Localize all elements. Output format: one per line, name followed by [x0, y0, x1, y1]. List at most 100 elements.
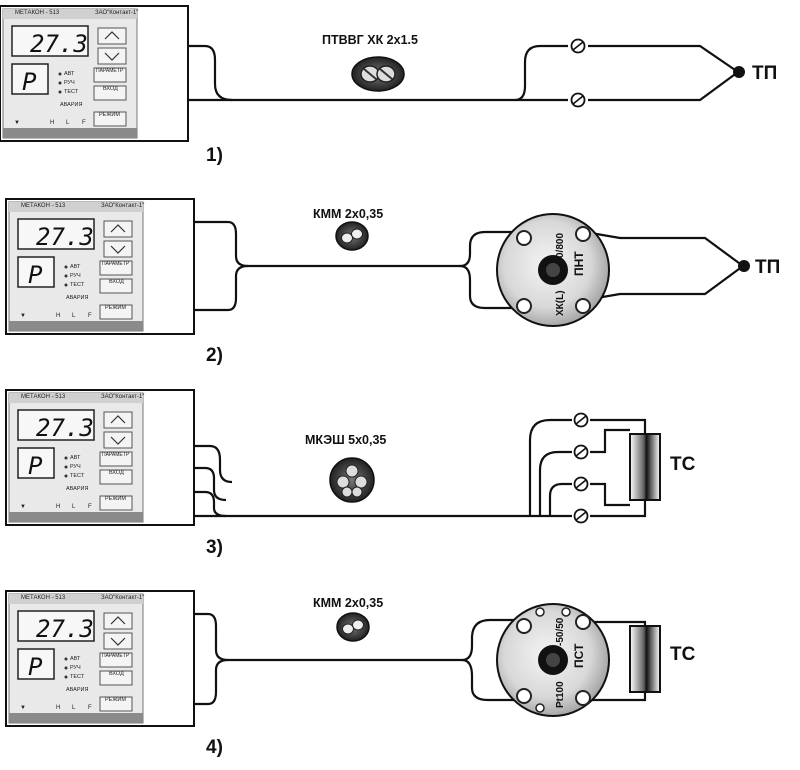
- controller-brand: МЕТАКОН - 513: [21, 595, 66, 601]
- indicator-label: ТЕСТ: [64, 89, 79, 95]
- sub-display: P: [22, 68, 37, 96]
- indicator-label: АВАРИЯ: [66, 295, 88, 301]
- enter-button-label: ВХОД: [109, 279, 124, 285]
- bottom-mark: F: [82, 120, 86, 126]
- wire: [590, 482, 630, 507]
- cable-label: ПТВВГ ХК 2х1.5: [322, 33, 418, 47]
- converter-range: 0/800: [555, 233, 566, 258]
- cable-cross-section: [351, 56, 405, 92]
- param-button-label: ПАРАМЕТР: [102, 452, 130, 458]
- terminal: [573, 412, 589, 428]
- diagram-number: 2): [206, 345, 223, 366]
- enter-button-label: ВХОД: [103, 86, 118, 92]
- bottom-mark: F: [88, 705, 92, 711]
- wire: [538, 450, 572, 516]
- enter-button-label: ВХОД: [109, 470, 124, 476]
- indicator-label: ТЕСТ: [70, 473, 85, 479]
- wire: [194, 612, 229, 662]
- cable-cross-section: [329, 457, 375, 503]
- mode-button-label: РЕЖИМ: [105, 305, 126, 311]
- controller-tag: ЗАО"Контакт-1": [101, 203, 144, 209]
- bottom-mark: ▼: [20, 705, 26, 711]
- sensor-label: ТС: [670, 644, 696, 665]
- wire: [590, 428, 630, 454]
- controller-brand: МЕТАКОН - 513: [21, 394, 66, 400]
- cable-cross-section: [335, 221, 369, 251]
- wire: [461, 658, 525, 702]
- bottom-mark: Н: [50, 120, 54, 126]
- wire: [194, 264, 249, 312]
- param-button-label: ПАРАМЕТР: [102, 261, 130, 267]
- diagram-number: 3): [206, 537, 223, 558]
- converter-range: -50/50: [555, 617, 566, 646]
- controller-tag: ЗАО"Контакт-1": [95, 10, 138, 16]
- indicator-label: РУЧ: [70, 273, 81, 279]
- bottom-mark: L: [72, 504, 76, 510]
- wire: [588, 44, 739, 73]
- converter-pst: ПСТ -50/50 Pt100: [496, 603, 610, 717]
- wire: [188, 44, 233, 102]
- wire: [194, 220, 249, 268]
- param-button-label: ПАРАМЕТР: [102, 653, 130, 659]
- wire: [194, 658, 229, 706]
- wire: [528, 418, 572, 516]
- terminal: [573, 444, 589, 460]
- indicator-label: РУЧ: [70, 464, 81, 470]
- wire: [584, 230, 744, 267]
- main-display: 27.3: [36, 414, 94, 442]
- converter-type: Pt100: [555, 681, 566, 708]
- sub-display: P: [28, 653, 43, 681]
- resistance-thermometer: [629, 625, 661, 693]
- terminal: [570, 92, 586, 108]
- bottom-mark: L: [66, 120, 70, 126]
- converter-model: ПСТ: [572, 643, 586, 668]
- controller-brand: МЕТАКОН - 513: [21, 203, 66, 209]
- converter-pnt: ПНТ 0/800 ХК(L): [496, 213, 610, 327]
- controller-brand: МЕТАКОН - 513: [15, 10, 60, 16]
- diagram-3: МЕТАКОН - 513 ЗАО"Контакт-1" 27.3 P АВТ …: [5, 389, 696, 558]
- terminal: [570, 38, 586, 54]
- cable-label: МКЭШ 5х0,35: [305, 433, 386, 447]
- bottom-mark: Н: [56, 705, 60, 711]
- wire: [590, 418, 647, 436]
- controller-tag: ЗАО"Контакт-1": [101, 394, 144, 400]
- indicator-label: АВАРИЯ: [66, 687, 88, 693]
- controller-tag: ЗАО"Контакт-1": [101, 595, 144, 601]
- controller-3: МЕТАКОН - 513 ЗАО"Контакт-1" 27.3 P АВТ …: [20, 394, 144, 510]
- bottom-mark: L: [72, 313, 76, 319]
- sub-display: P: [28, 452, 43, 480]
- bottom-mark: ▼: [14, 120, 20, 126]
- wire: [585, 692, 647, 702]
- bottom-mark: Н: [56, 313, 60, 319]
- mode-button-label: РЕЖИМ: [105, 697, 126, 703]
- controller-2: МЕТАКОН - 513 ЗАО"Контакт-1" 27.3 P АВТ …: [20, 203, 144, 319]
- diagram-number: 1): [206, 145, 223, 166]
- thermocouple-junction: [733, 66, 745, 78]
- param-button-label: ПАРАМЕТР: [96, 68, 124, 74]
- wire: [459, 264, 525, 310]
- indicator-label: АВТ: [70, 455, 81, 461]
- mode-button-label: РЕЖИМ: [99, 112, 120, 118]
- resistance-thermometer: [629, 433, 661, 501]
- cable-label: КММ 2х0,35: [313, 207, 383, 221]
- bottom-mark: ▼: [20, 313, 26, 319]
- indicator-label: АВТ: [70, 264, 81, 270]
- thermocouple-junction: [738, 260, 750, 272]
- indicator-label: РУЧ: [70, 665, 81, 671]
- diagram-2: МЕТАКОН - 513 ЗАО"Контакт-1" 27.3 P АВТ …: [5, 198, 780, 366]
- bottom-mark: Н: [56, 504, 60, 510]
- sensor-label: ТП: [752, 63, 777, 84]
- sub-display: P: [28, 261, 43, 289]
- converter-model: ПНТ: [572, 251, 586, 276]
- wire: [459, 230, 525, 268]
- terminal: [573, 508, 589, 524]
- indicator-label: ТЕСТ: [70, 674, 85, 680]
- wire: [194, 466, 227, 502]
- wire: [194, 490, 227, 518]
- indicator-label: ТЕСТ: [70, 282, 85, 288]
- bottom-mark: F: [88, 313, 92, 319]
- bottom-mark: L: [72, 705, 76, 711]
- indicator-label: РУЧ: [64, 80, 75, 86]
- wire: [588, 71, 739, 102]
